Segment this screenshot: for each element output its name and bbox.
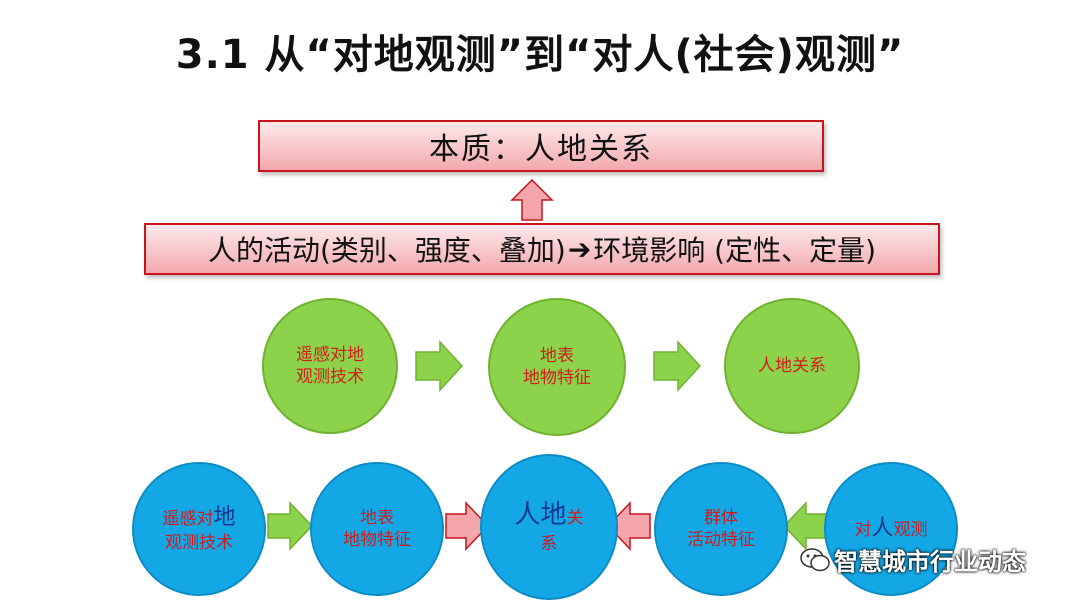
right-arrow-glyph: ➔ [567,232,592,266]
green-circle-surface: 地表 地物特征 [488,298,626,436]
circle-line: 观测技术 [165,533,233,554]
green-arrow-2 [653,340,702,392]
circle-line: 遥感对地 [296,344,364,365]
activity-box: 人的活动(类别、强度、叠加) ➔ 环境影响 (定性、定量) [144,223,940,275]
pink-arrow-right [445,501,490,551]
circle-line: 人地关系 [758,355,826,376]
circle-line: 地表 [360,507,394,528]
text-part: 人地 [514,500,567,531]
green-arrow-1 [415,340,464,392]
wechat-icon [800,547,830,571]
pink-arrow-left [606,501,651,551]
circle-line: 系 [540,533,558,554]
circle-line: 对人观测 [854,515,927,544]
up-arrow [510,178,554,221]
essence-box: 本质：人地关系 [258,120,824,172]
blue-circle-human: 对人观测 [824,462,958,596]
circle-line: 遥感对地 [162,504,235,533]
circle-line: 地表 [540,345,574,366]
green-arrow-3 [267,501,314,551]
green-circle-remote-sensing: 遥感对地 观测技术 [262,298,398,434]
circle-line: 地物特征 [343,530,411,550]
blue-circle-group: 群体 活动特征 [654,462,788,596]
blue-circle-relation: 人地关 系 [480,454,618,600]
text-part: 人 [871,515,894,541]
circle-line: 活动特征 [687,530,755,550]
green-circle-relation: 人地关系 [724,298,860,434]
activity-text: 人的活动(类别、强度、叠加) [207,234,566,267]
circle-line: 地物特征 [523,368,591,388]
text-part: 关 [566,508,584,529]
circle-line: 观测技术 [296,367,364,387]
blue-circle-remote-sensing: 遥感对地 观测技术 [132,462,266,596]
text-part: 对 [854,519,872,540]
page-title: 3.1 从“对地观测”到“对人(社会)观测” [175,32,905,78]
circle-line: 群体 [704,507,738,528]
text-part: 遥感对 [162,508,214,529]
impact-text: 环境影响 (定性、定量) [593,234,877,267]
text-part: 地 [213,504,236,530]
circle-line: 人地关 [514,499,583,533]
blue-circle-surface: 地表 地物特征 [310,462,444,596]
watermark-text: 智慧城市行业动态 [834,548,1026,576]
text-part: 观测 [893,519,928,540]
watermark: 智慧城市行业动态 [800,542,1026,577]
